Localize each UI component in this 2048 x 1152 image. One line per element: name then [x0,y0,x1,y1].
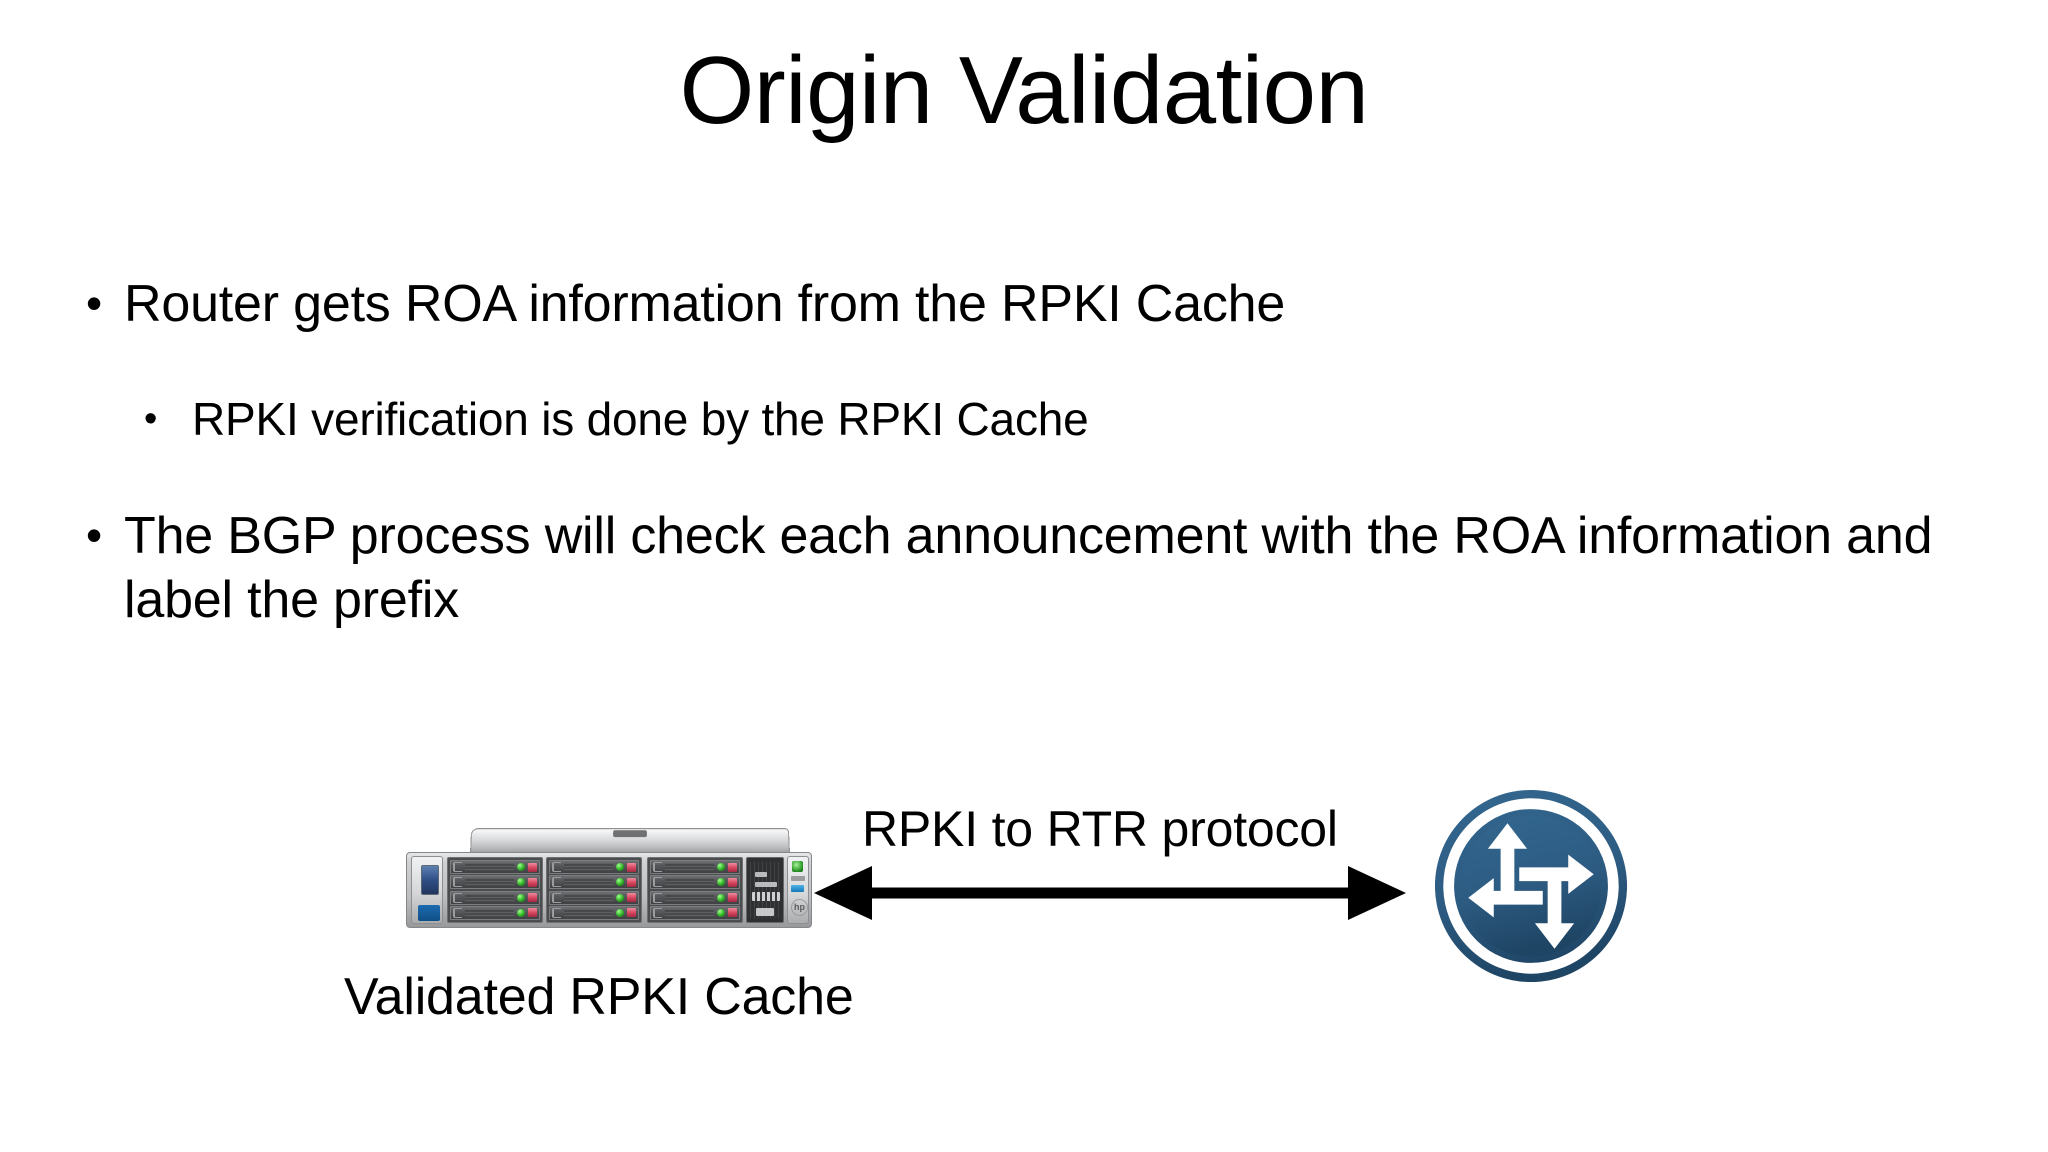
status-led-green [517,863,525,871]
intel-badge-icon [418,905,440,921]
drive-bay [450,875,540,890]
list-item: • RPKI verification is done by the RPKI … [144,390,1966,448]
drive-handle-icon [653,907,662,918]
drive-slot-icon [791,876,805,881]
status-led-green [517,908,525,917]
bullet-marker-icon: • [86,277,103,329]
list-item-text: The BGP process will check each announce… [124,507,1933,629]
drive-grill [564,893,613,902]
status-led-red [627,877,636,887]
status-led-red [528,877,537,887]
drive-bay [450,905,540,920]
status-led-red [528,862,537,872]
status-led-green [616,878,624,887]
drive-handle-icon [453,907,462,918]
drive-bay-group [647,857,743,923]
drive-grill [665,863,714,871]
server-caption: Validated RPKI Cache [344,968,854,1026]
drive-handle-icon [552,907,561,918]
drive-handle-icon [653,892,662,903]
drive-handle-icon [552,862,561,872]
server-lid-notch [613,830,647,838]
drive-handle-icon [453,862,462,872]
bullet-list: • Router gets ROA information from the R… [86,272,1966,686]
drive-handle-icon [653,877,662,888]
status-led-green [616,893,624,902]
bidirectional-arrow-icon [814,866,1406,920]
usb-port-icon [755,872,767,877]
drive-bay [549,890,639,905]
status-led-red [528,893,537,903]
server-front-face: hp [406,852,812,928]
drive-handle-icon [552,892,561,903]
drive-handle-icon [453,877,462,888]
bullet-marker-icon: • [86,509,103,561]
protocol-label: RPKI to RTR protocol [862,801,1338,857]
drive-grill [465,878,514,887]
status-led-green [717,878,725,887]
drive-grill [465,908,514,917]
server-lid [470,828,790,854]
status-led-red [728,877,737,887]
drive-grill [564,863,613,871]
server-right-ear: hp [787,856,809,924]
usb-port-icon [755,882,777,887]
drive-bay-group [546,857,642,923]
status-led-red [728,893,737,903]
drive-grill [465,893,514,902]
list-item-text: RPKI verification is done by the RPKI Ca… [192,393,1089,445]
status-led-green [616,863,624,871]
drive-grill [564,908,613,917]
drive-grill [665,908,714,917]
io-port-icon [756,908,774,916]
status-led-red [528,908,537,918]
status-led-red [627,862,636,872]
drive-bay [549,875,639,890]
list-item-text: Router gets ROA information from the RPK… [124,275,1286,333]
status-led-green [717,893,725,902]
drive-bay [549,905,639,920]
drive-bay [450,860,540,874]
ilo-badge-icon [791,885,804,892]
bullet-marker-icon: • [144,398,158,440]
drive-grill [665,893,714,902]
rack-server-icon: hp [406,828,812,942]
drive-handle-icon [552,877,561,888]
status-led-green [717,908,725,917]
hp-logo-icon: hp [791,899,808,916]
drive-bay [650,860,740,874]
power-button-icon[interactable] [792,861,803,872]
drive-handle-icon [453,892,462,903]
drive-bay [650,890,740,905]
drive-bay [549,860,639,874]
list-item: • Router gets ROA information from the R… [86,272,1966,336]
drive-bay [650,875,740,890]
page-title: Origin Validation [679,37,1369,144]
drive-grill [465,863,514,871]
status-led-green [517,893,525,902]
status-led-red [728,862,737,872]
nic-port-icon [752,892,780,901]
router-icon [1434,789,1628,983]
status-led-red [627,893,636,903]
vga-port-icon [421,865,439,895]
status-led-green [517,878,525,887]
server-control-panel [746,857,784,923]
drive-grill [665,878,714,887]
drive-handle-icon [653,862,662,872]
status-led-red [728,908,737,918]
drive-bay-group [447,857,543,923]
status-led-red [627,908,636,918]
server-left-ear [411,856,443,924]
drive-bay [650,905,740,920]
status-led-green [616,908,624,917]
drive-grill [564,878,613,887]
drive-bay [450,890,540,905]
status-led-green [717,863,725,871]
list-item: • The BGP process will check each announ… [86,504,1966,632]
